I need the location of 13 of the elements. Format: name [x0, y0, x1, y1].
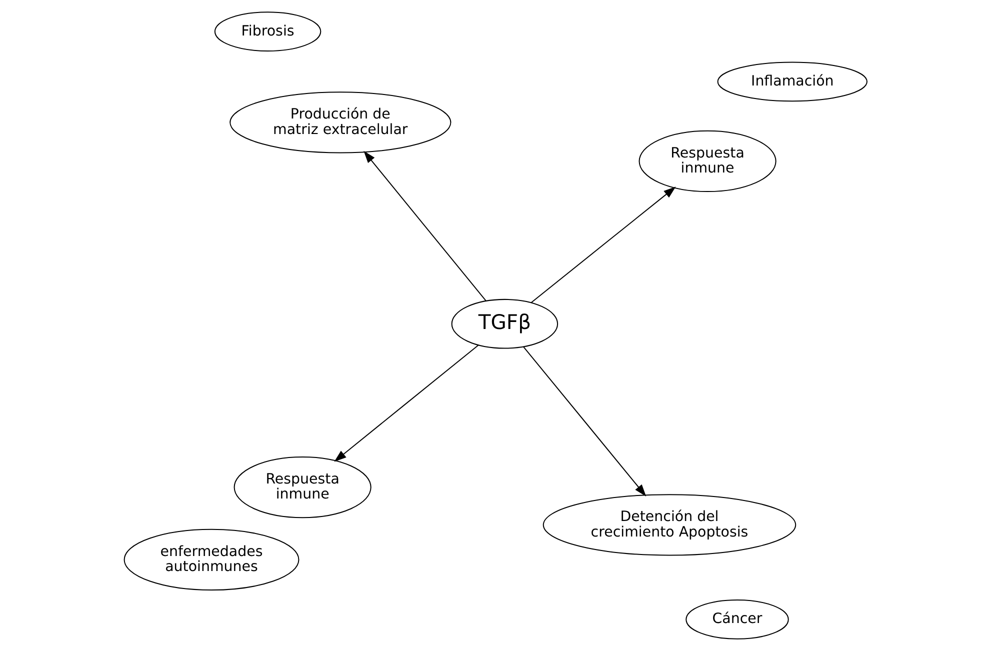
node-ellipse: Respuesta inmune [234, 456, 372, 518]
node-ellipse: enfermedades autoinmunes [124, 528, 300, 591]
arrow [523, 346, 646, 496]
node-ellipse: Inflamación [717, 62, 868, 102]
node-ellipse: TGFβ [451, 298, 558, 349]
node-ellipse: Fibrosis [214, 12, 322, 52]
node-ellipse: Producción de matriz extracelular [230, 92, 452, 154]
arrow [334, 344, 479, 462]
node-ellipse: Cáncer [686, 600, 789, 640]
arrow [530, 186, 676, 303]
node-ellipse: Detención del crecimiento Apoptosis [542, 494, 796, 556]
arrow [364, 150, 486, 302]
node-ellipse: Respuesta inmune [638, 130, 776, 192]
